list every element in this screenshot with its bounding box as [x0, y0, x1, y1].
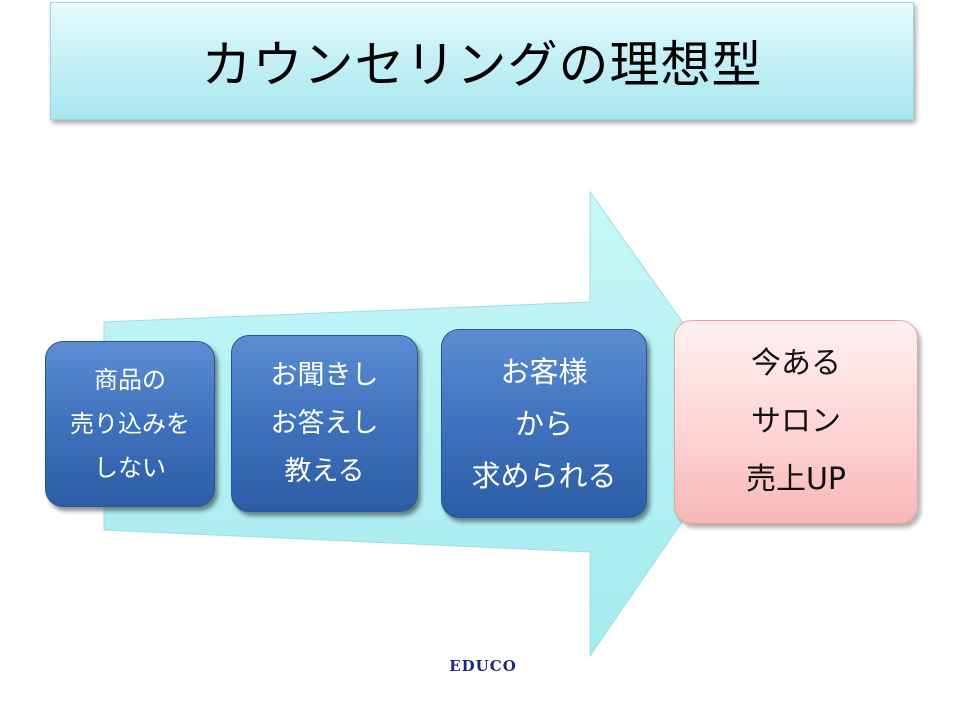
step-card-3: お客様 から 求められる: [441, 329, 647, 518]
step-3-line-2: から: [514, 406, 573, 441]
step-2-line-1: お聞きし: [270, 359, 379, 391]
result-line-2: サロン: [751, 404, 841, 439]
step-1-line-3: しない: [94, 454, 166, 482]
title-banner: カウンセリングの理想型: [50, 2, 914, 120]
arrow-shape: [103, 190, 753, 658]
result-line-1: 今ある: [751, 346, 841, 381]
educo-logo: EDUCO: [449, 657, 517, 675]
step-1-line-2: 売り込みを: [70, 410, 190, 438]
step-1-line-1: 商品の: [94, 366, 166, 394]
step-card-1: 商品の 売り込みを しない: [45, 341, 215, 507]
step-2-line-2: お答えし: [270, 407, 379, 439]
step-3-line-1: お客様: [500, 354, 588, 389]
step-3-line-3: 求められる: [471, 458, 617, 493]
step-card-2: お聞きし お答えし 教える: [231, 335, 418, 512]
step-2-line-3: 教える: [284, 455, 365, 487]
page-title: カウンセリングの理想型: [201, 36, 763, 94]
result-line-3: 売上UP: [745, 462, 847, 497]
result-card: 今ある サロン 売上UP: [674, 320, 918, 524]
